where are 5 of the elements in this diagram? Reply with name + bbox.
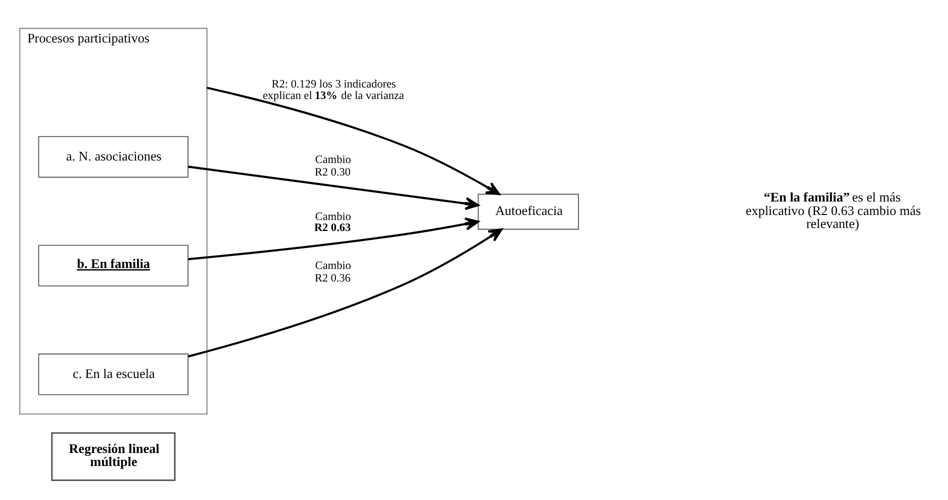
edge-label: Cambio R2 0.36 bbox=[314, 260, 352, 284]
edge-label: R2: 0.129 los 3 indicadores explican el 13% de la varianza bbox=[262, 78, 404, 102]
edge-label: Cambio R2 0.63 bbox=[314, 210, 352, 234]
label: “En la familia” es el más explicativo (R2 0.63 cambio más relevante) bbox=[746, 189, 921, 230]
edge-label: Cambio R2 0.30 bbox=[314, 154, 352, 178]
